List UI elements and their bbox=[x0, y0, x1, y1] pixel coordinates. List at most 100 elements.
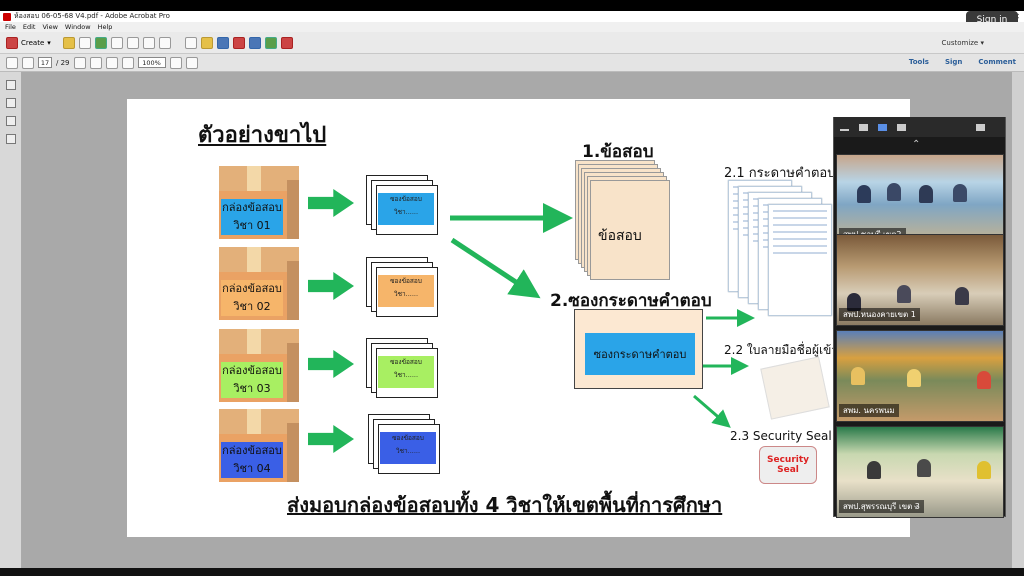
stamp-icon[interactable] bbox=[232, 36, 245, 49]
scroll-down-chevron-icon[interactable]: ⌄ bbox=[912, 500, 921, 511]
exam-paper-stack bbox=[575, 160, 670, 285]
envelope-label: ซองข้อสอบวิชา...... bbox=[378, 275, 434, 307]
box-label: กล่องข้อสอบวิชา 04 bbox=[221, 442, 283, 478]
create-label: Create bbox=[21, 38, 45, 47]
bookmarks-icon[interactable] bbox=[5, 98, 16, 108]
next-page-icon[interactable] bbox=[22, 56, 34, 69]
video-tile-2[interactable]: สพป.หนองคายเขต 1 bbox=[836, 234, 1004, 326]
heading-exam: 1.ข้อสอบ bbox=[582, 142, 654, 162]
page-thumbnails-icon[interactable] bbox=[5, 80, 16, 90]
highlight-icon[interactable] bbox=[216, 36, 229, 49]
menu-help[interactable]: Help bbox=[97, 23, 113, 31]
sign-pen-icon[interactable] bbox=[280, 36, 293, 49]
customize-dropdown[interactable]: Customize ▾ bbox=[941, 39, 985, 47]
fit-page-icon[interactable] bbox=[169, 56, 182, 69]
participant-figure bbox=[917, 459, 931, 477]
page-number-input[interactable]: 17 bbox=[38, 57, 52, 68]
edit-icon[interactable] bbox=[126, 36, 139, 49]
fit-width-icon[interactable] bbox=[185, 56, 198, 69]
exam-label: ข้อสอบ bbox=[598, 228, 642, 244]
box-label-1: กล่องข้อสอบ bbox=[222, 364, 282, 377]
arrow-to-answer bbox=[450, 237, 541, 299]
main-toolbar: Create ▾ Customize ▾ bbox=[0, 32, 1024, 54]
envelope-line-2: วิชา...... bbox=[395, 447, 421, 455]
cloud-upload-icon[interactable] bbox=[94, 36, 107, 49]
exam-box-4: กล่องข้อสอบวิชา 04 bbox=[219, 409, 299, 482]
speaker-view-icon[interactable] bbox=[859, 123, 868, 131]
zoom-level-select[interactable]: 100% bbox=[137, 57, 166, 68]
envelope-label: ซองข้อสอบวิชา...... bbox=[378, 356, 434, 388]
top-black-bar bbox=[0, 0, 1024, 11]
print-icon[interactable] bbox=[110, 36, 123, 49]
box-label: กล่องข้อสอบวิชา 02 bbox=[221, 280, 283, 316]
bottom-bar bbox=[0, 568, 1024, 576]
menu-view[interactable]: View bbox=[42, 23, 58, 31]
video-tile-1[interactable]: สพป.ชลบุรี เขต2 bbox=[836, 154, 1004, 246]
create-button[interactable]: Create ▾ bbox=[6, 36, 51, 49]
heading-answer-envelope: 2.ซองกระดาษคำตอบ bbox=[550, 291, 712, 311]
envelope-stack-2: ซองข้อสอบวิชา...... bbox=[366, 257, 438, 319]
comment-bubble-icon[interactable] bbox=[200, 36, 213, 49]
attachments-icon[interactable] bbox=[5, 116, 16, 126]
menu-file[interactable]: File bbox=[5, 23, 16, 31]
email-icon[interactable] bbox=[158, 36, 171, 49]
zoom-out-icon[interactable] bbox=[105, 56, 118, 69]
share-icon[interactable] bbox=[142, 36, 155, 49]
tools-link[interactable]: Tools bbox=[908, 58, 929, 66]
strip-view-icon[interactable] bbox=[878, 123, 887, 131]
navigation-toolbar: 17 / 29 100% Tools Sign Comment bbox=[0, 54, 1024, 72]
envelope-stack-4: ซองข้อสอบวิชา...... bbox=[368, 414, 440, 476]
menu-window[interactable]: Window bbox=[64, 23, 91, 31]
select-cursor-icon[interactable] bbox=[73, 56, 86, 69]
export-icon[interactable] bbox=[264, 36, 277, 49]
sign-link[interactable]: Sign bbox=[944, 58, 963, 66]
attach-icon[interactable] bbox=[248, 36, 261, 49]
open-folder-icon[interactable] bbox=[62, 36, 75, 49]
security-seal-image: Security Seal bbox=[759, 446, 817, 484]
exam-box-3: กล่องข้อสอบวิชา 03 bbox=[219, 329, 299, 402]
vertical-scrollbar[interactable] bbox=[1012, 72, 1024, 568]
hand-tool-icon[interactable] bbox=[89, 56, 102, 69]
heading-security-seal: 2.3 Security Seal bbox=[730, 429, 832, 443]
seal-text-2: Seal bbox=[777, 465, 799, 475]
participant-figure bbox=[851, 367, 865, 385]
gallery-view-icon[interactable] bbox=[897, 123, 906, 131]
answer-sheets-image bbox=[728, 180, 832, 320]
slide-title: ตัวอย่างขาไป bbox=[198, 123, 327, 148]
settings-gear-icon[interactable] bbox=[184, 36, 197, 49]
save-icon[interactable] bbox=[78, 36, 91, 49]
flow-arrows bbox=[450, 203, 755, 428]
slide-bottom-caption: ส่งมอบกล่องข้อสอบทั้ง 4 วิชาให้เขตพื้นที… bbox=[287, 493, 723, 517]
video-tile-4[interactable]: สพป.สุพรรณบุรี เขต 3 bbox=[836, 426, 1004, 518]
seal-text-1: Security bbox=[766, 455, 810, 465]
video-tile-3[interactable]: สพม. นครพนม bbox=[836, 330, 1004, 422]
box-side bbox=[287, 180, 299, 239]
participant-name: สพม. นครพนม bbox=[839, 404, 899, 417]
menu-edit[interactable]: Edit bbox=[22, 23, 36, 31]
heading-answer-sheet: 2.1 กระดาษคำตอบ bbox=[724, 166, 836, 181]
scroll-up-chevron-icon[interactable]: ⌃ bbox=[912, 139, 921, 150]
exam-page bbox=[590, 180, 670, 280]
minimize-view-icon[interactable] bbox=[840, 128, 849, 131]
envelope-label: ซองข้อสอบวิชา...... bbox=[380, 432, 436, 464]
signatures-icon[interactable] bbox=[5, 134, 16, 144]
participant-figure bbox=[977, 461, 991, 479]
prev-page-icon[interactable] bbox=[6, 56, 18, 69]
participant-figure bbox=[919, 185, 933, 203]
box-side bbox=[287, 423, 299, 482]
participant-figure bbox=[897, 285, 911, 303]
zoom-in-icon[interactable] bbox=[121, 56, 134, 69]
exam-box-1: กล่องข้อสอบวิชา 01 bbox=[219, 166, 299, 239]
participant-name: สพป.สุพรรณบุรี เขต 3 bbox=[839, 500, 924, 513]
customize-label: Customize bbox=[941, 39, 979, 47]
exam-box-2: กล่องข้อสอบวิชา 02 bbox=[219, 247, 299, 320]
envelope-stack-3: ซองข้อสอบวิชา...... bbox=[366, 338, 438, 400]
chevron-down-icon: ▾ bbox=[47, 38, 51, 47]
envelope-line-1: ซองข้อสอบ bbox=[392, 434, 424, 442]
participant-figure bbox=[857, 185, 871, 203]
comment-link[interactable]: Comment bbox=[978, 58, 1016, 66]
participant-figure bbox=[907, 369, 921, 387]
menu-bar: File Edit View Window Help bbox=[0, 22, 1024, 32]
participant-figure bbox=[955, 287, 969, 305]
exit-fullscreen-icon[interactable] bbox=[976, 123, 985, 131]
